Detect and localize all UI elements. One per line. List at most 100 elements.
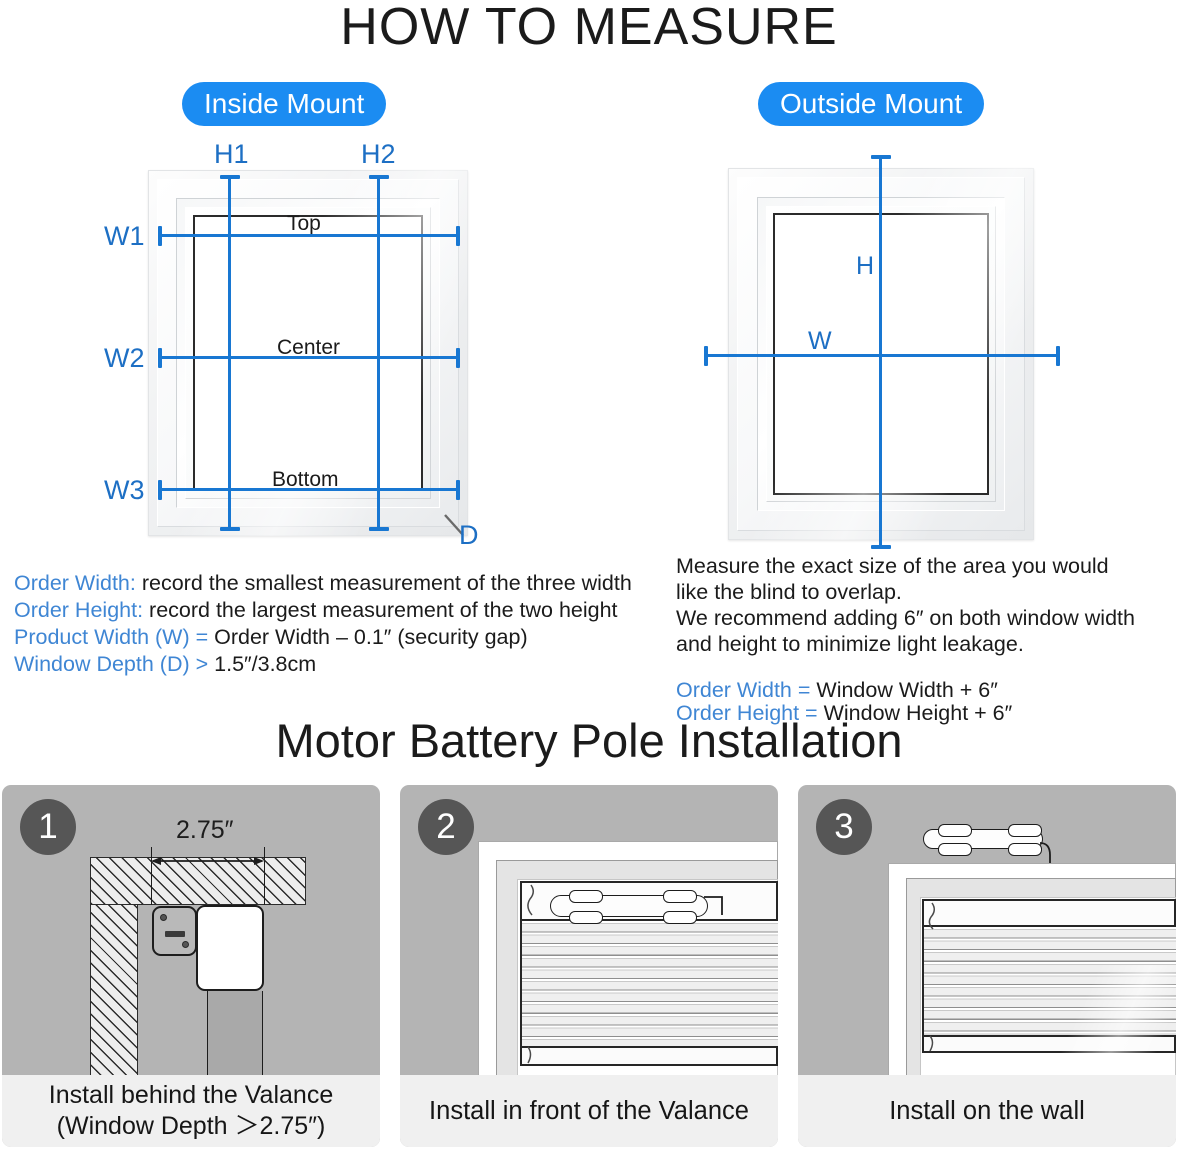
note-value: 1.5″/3.8cm: [214, 652, 317, 676]
note-value: Order Width – 0.1″ (security gap): [214, 625, 528, 649]
dimension-line-h: [879, 157, 882, 548]
caption-line-1: Install behind the Valance: [48, 1081, 334, 1109]
note-row: Order Height = Window Height + 6″: [676, 700, 1135, 725]
note-key: Order Width =: [676, 678, 811, 702]
pole-connector: [704, 896, 723, 915]
battery-pole-module: [923, 824, 1043, 856]
note-row: Product Width (W) = Order Width – 0.1″ (…: [14, 624, 632, 651]
battery-pack: [196, 905, 264, 991]
dimension-label-w1: W1: [104, 221, 145, 251]
cord-squiggle-bottom: [527, 1046, 532, 1064]
step-number-badge: 3: [816, 799, 872, 855]
dimension-cap-h2-top: [369, 175, 389, 179]
note-value: record the smallest measurement of the t…: [141, 571, 632, 595]
step-1-caption: Install behind the Valance (Window Depth…: [2, 1075, 380, 1147]
pole-clip-bottom-right: [663, 911, 697, 924]
pole-wire: [1039, 842, 1051, 941]
blind-bottom-rail: [520, 1046, 778, 1066]
note-row: Measure the exact size of the area you w…: [676, 553, 1135, 579]
motor-unit: [152, 906, 197, 956]
pole-clip-top-left: [938, 824, 972, 837]
dimension-cap-w3-left: [158, 480, 162, 500]
pole-clip-top-right: [663, 890, 697, 903]
cord-squiggle-top: [928, 902, 935, 930]
dimension-label-d: D: [459, 520, 479, 550]
dimension-label-w2: W2: [104, 343, 145, 373]
dimension-arrow-2-75: [151, 857, 264, 865]
dimension-cap-w2-right: [456, 348, 460, 368]
depth-leader-line: [444, 514, 464, 536]
dimension-line-h2: [377, 177, 380, 530]
note-value: and height to minimize light leakage.: [676, 632, 1024, 656]
note-row: Order Width = Window Width + 6″: [676, 677, 1135, 702]
dimension-label-2-75: 2.75″: [176, 816, 234, 844]
inside-mount-notes: Order Width: record the smallest measure…: [14, 570, 632, 678]
dimension-extension-right: [264, 847, 266, 905]
outside-mount-badge: Outside Mount: [758, 82, 985, 126]
cord-squiggle-bottom: [929, 1035, 934, 1052]
step-number-badge: 1: [20, 799, 76, 855]
install-step-panel-3: 3 Install on the wall: [798, 785, 1176, 1147]
note-row: Order Width: record the smallest measure…: [14, 570, 632, 597]
dimension-cap-w1-right: [456, 226, 460, 246]
motor-screw-top: [160, 914, 167, 921]
step-1-illustration: 2.75″: [2, 785, 380, 1080]
pole-clip-bottom-left: [938, 843, 972, 856]
note-value: We recommend adding 6″ on both window wi…: [676, 606, 1135, 630]
dimension-label-w3: W3: [104, 475, 145, 505]
dimension-cap-w1-left: [158, 226, 162, 246]
dimension-extension-left: [151, 847, 153, 905]
install-step-panel-1: 2.75″ 1 Install behind the Valance (Wind…: [2, 785, 380, 1147]
dimension-cap-w-left: [704, 346, 708, 366]
note-value: Window Width + 6″: [816, 678, 998, 702]
dimension-label-h: H: [856, 252, 875, 280]
step-2-illustration: [400, 785, 778, 1080]
inside-row-label-top: Top: [287, 212, 321, 235]
dimension-cap-h2-bottom: [369, 527, 389, 531]
blind-bottom-rail: [922, 1035, 1176, 1053]
dimension-cap-w2-left: [158, 348, 162, 368]
note-row: We recommend adding 6″ on both window wi…: [676, 605, 1135, 631]
dimension-line-w: [706, 354, 1058, 357]
dimension-line-w3: [160, 488, 460, 491]
dimension-cap-h1-bottom: [220, 527, 240, 531]
dimension-line-h1: [228, 177, 231, 530]
dimension-label-h1: H1: [214, 139, 249, 169]
cord-squiggle-top: [527, 884, 534, 916]
inside-row-label-bottom: Bottom: [272, 468, 339, 491]
pole-clip-top-left: [569, 890, 603, 903]
outside-mount-notes: Measure the exact size of the area you w…: [676, 553, 1135, 725]
dimension-cap-w3-right: [456, 480, 460, 500]
dimension-label-w: W: [808, 327, 832, 355]
pole-clip-bottom-left: [569, 911, 603, 924]
caption-line-1: Install on the wall: [889, 1096, 1085, 1125]
dimension-line-w1: [160, 234, 460, 237]
note-row: like the blind to overlap.: [676, 579, 1135, 605]
motor-screw-bottom: [182, 941, 189, 948]
note-key: Product Width (W) =: [14, 625, 209, 649]
note-key: Window Depth (D) >: [14, 652, 209, 676]
step-3-caption: Install on the wall: [798, 1075, 1176, 1147]
caption-line-2: (Window Depth ＞2.75″): [56, 1112, 326, 1140]
pleated-shade: [922, 927, 1176, 1035]
note-key: Order Width:: [14, 571, 136, 595]
battery-pole: [207, 991, 263, 1080]
inside-mount-badge: Inside Mount: [182, 82, 387, 126]
dimension-cap-h-bottom: [871, 545, 891, 549]
install-step-panel-2: 2 Install in front of the Valance: [400, 785, 778, 1147]
note-row: [676, 657, 1135, 677]
pole-clip-top-right: [1008, 824, 1042, 837]
note-value: Measure the exact size of the area you w…: [676, 554, 1109, 578]
pleated-shade: [520, 921, 778, 1046]
dimension-cap-h-top: [871, 155, 891, 159]
note-row: and height to minimize light leakage.: [676, 631, 1135, 657]
battery-pole-module: [550, 890, 708, 924]
note-row: Order Height: record the largest measure…: [14, 597, 632, 624]
dimension-line-w2: [160, 356, 460, 359]
pole-clip-bottom-right: [1008, 843, 1042, 856]
blind-headrail: [922, 899, 1176, 927]
note-value: like the blind to overlap.: [676, 580, 902, 604]
dimension-label-h2: H2: [361, 139, 396, 169]
step-2-caption: Install in front of the Valance: [400, 1075, 778, 1147]
